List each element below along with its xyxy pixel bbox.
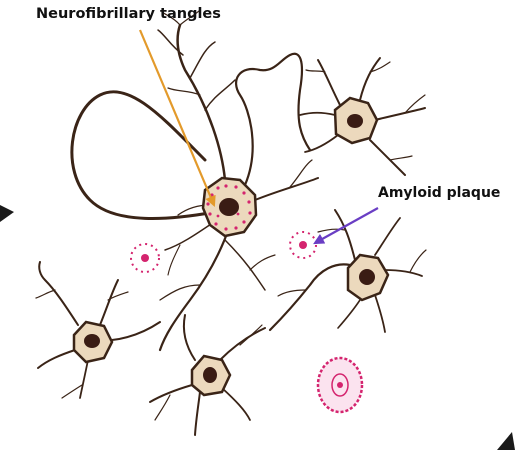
plaque-arrow (315, 208, 378, 243)
central-neuron-nucleus (219, 198, 239, 216)
bottom-right-fragment (497, 432, 515, 450)
upper-right-neuron-nucleus (347, 114, 363, 128)
bottom-neuron-nucleus (203, 367, 217, 383)
plaque-center (290, 232, 316, 258)
plaque-left (131, 244, 159, 272)
neurofibrillary-tangles-label: Neurofibrillary tangles (36, 6, 221, 22)
left-neuron-nucleus (84, 334, 100, 348)
plaque-large (318, 358, 362, 412)
amyloid-plaque-label: Amyloid plaque (378, 185, 500, 201)
right-neuron-nucleus (359, 269, 375, 285)
left-edge-fragment (0, 205, 14, 222)
